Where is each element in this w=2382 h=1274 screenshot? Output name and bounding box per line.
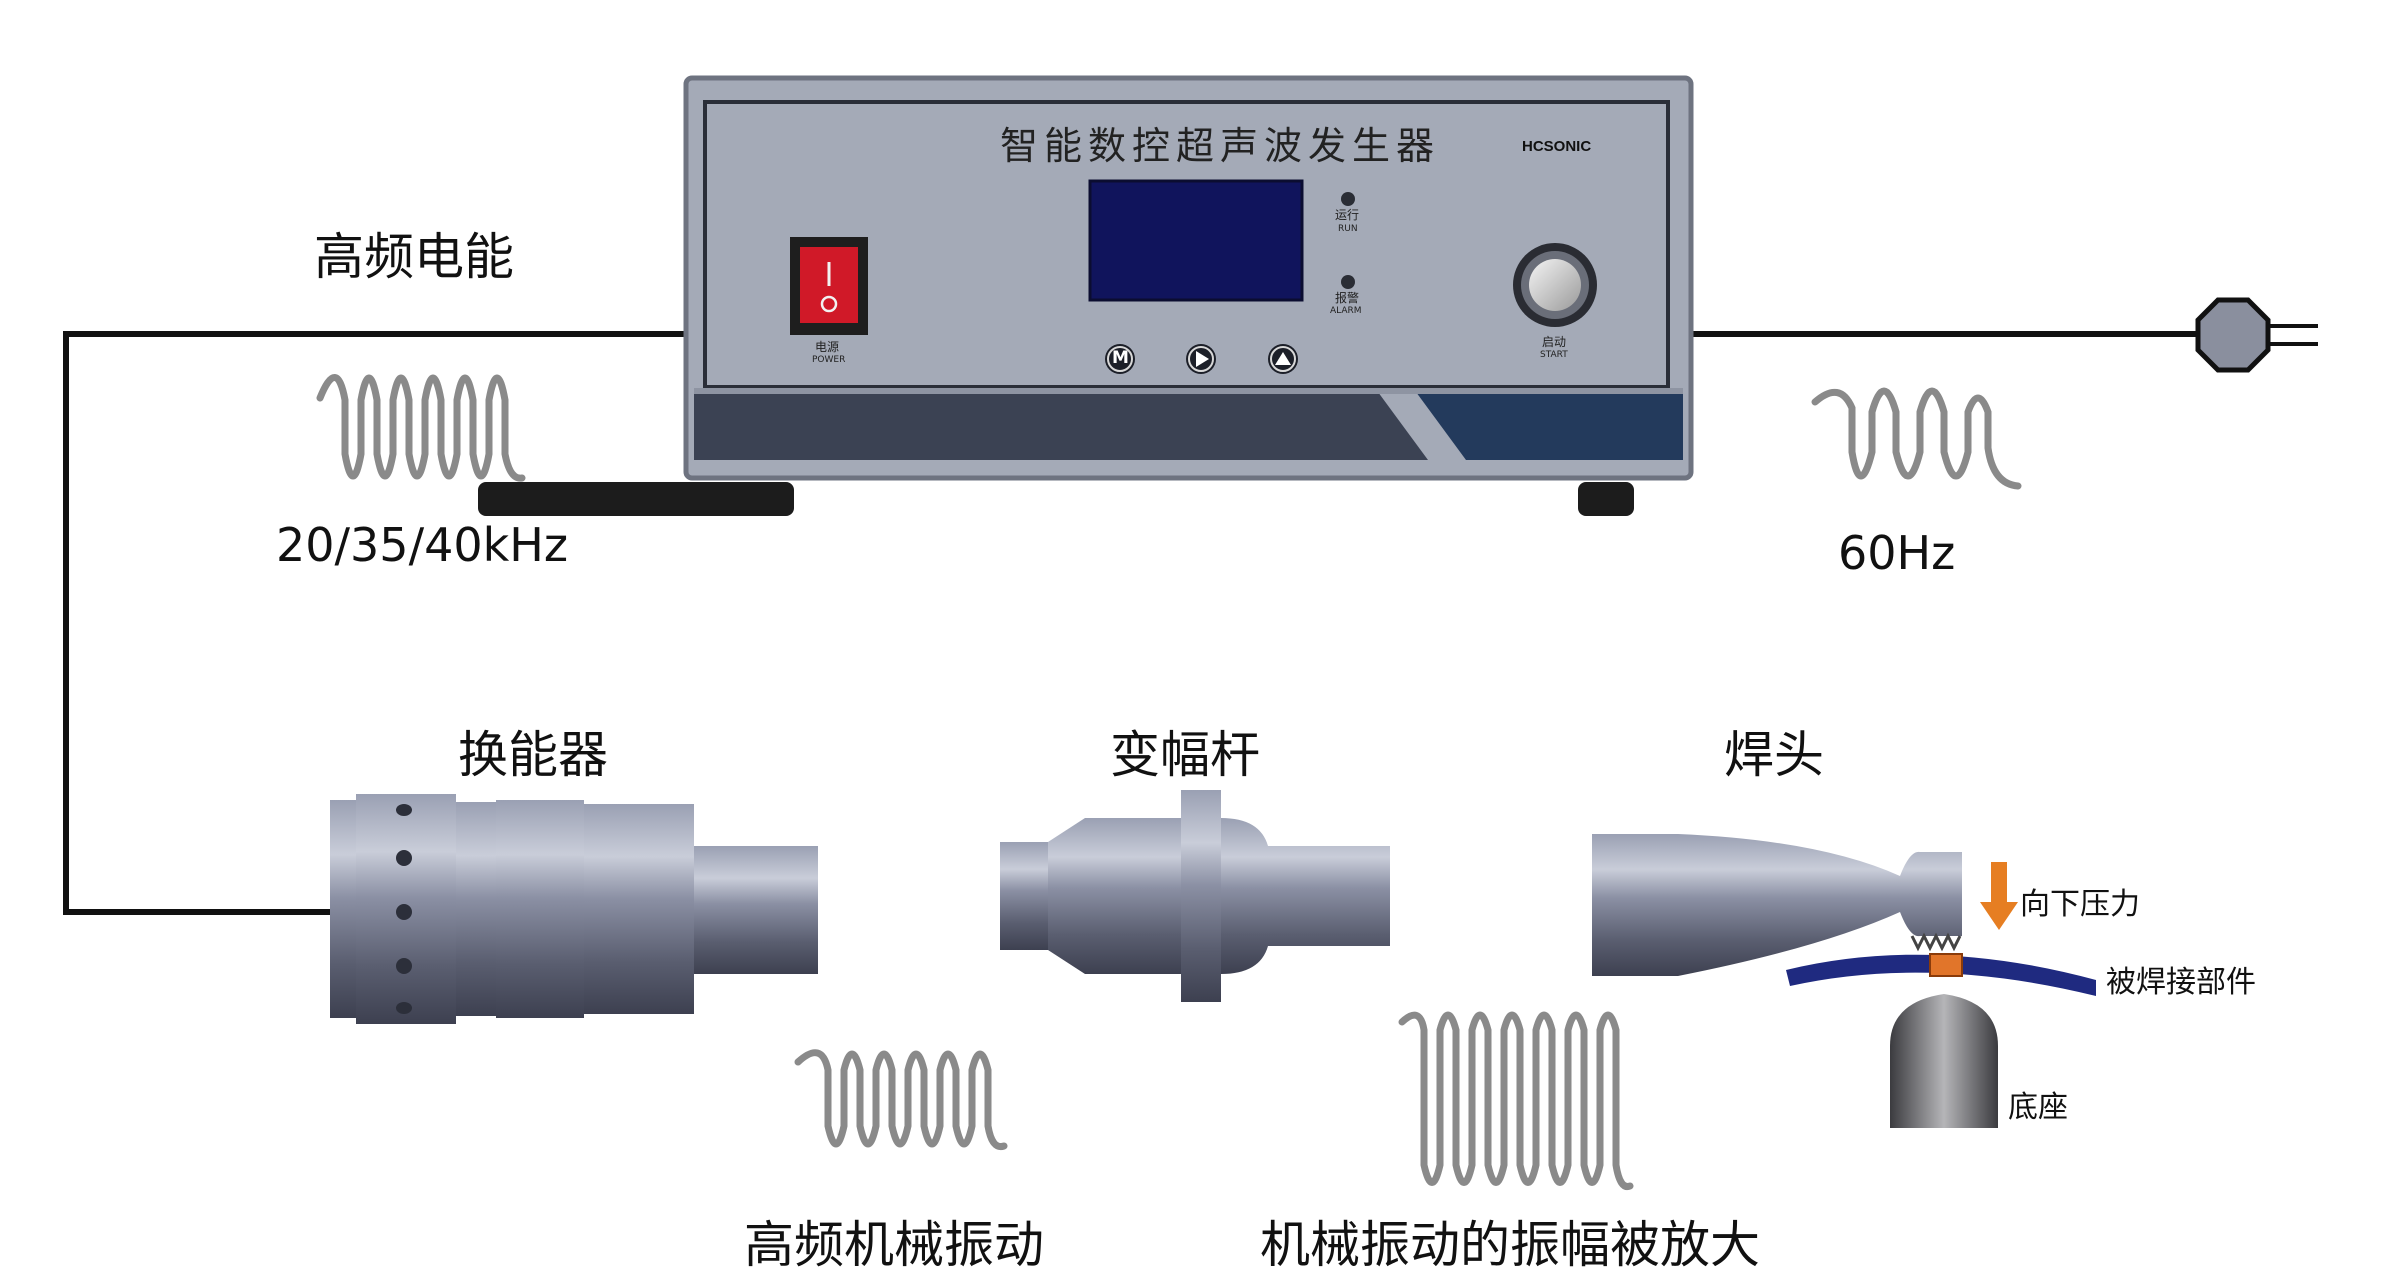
label-hf-electric-power: 高频电能 — [314, 228, 514, 286]
run-led-label-cn: 运行 — [1335, 208, 1360, 222]
start-knob-label-en: START — [1540, 350, 1568, 360]
play-button[interactable] — [1186, 344, 1216, 374]
label-hf-mechanical-vibration: 高频机械振动 — [744, 1216, 1044, 1274]
label-mains-frequency: 60Hz — [1838, 526, 1956, 580]
label-amplified-vibration: 机械振动的振幅被放大 — [1260, 1216, 1760, 1274]
cables — [63, 331, 2215, 915]
label-base: 底座 — [2008, 1090, 2068, 1125]
wave-amplified — [1398, 1011, 1634, 1191]
power-switch-label-cn: 电源 — [815, 340, 840, 354]
label-downward-pressure: 向下压力 — [2020, 887, 2140, 922]
wave-hf-electric — [316, 374, 526, 482]
alarm-led-label-en: ALARM — [1330, 306, 1362, 316]
booster — [1000, 790, 1390, 1002]
wave-mechanical — [794, 1049, 1008, 1151]
down-arrow-icon — [1980, 862, 2018, 930]
foot-left — [478, 482, 794, 516]
workpiece — [1786, 954, 2096, 996]
label-transducer: 换能器 — [458, 726, 608, 784]
hf-cable — [63, 331, 685, 915]
welding-horn — [1592, 834, 1962, 976]
wave-mains — [1811, 387, 2022, 490]
waves — [316, 374, 2022, 1191]
label-horn: 焊头 — [1724, 726, 1824, 784]
start-knob-label-cn: 启动 — [1542, 335, 1567, 349]
triangle-up-icon — [1275, 352, 1291, 365]
display-screen — [1088, 179, 1304, 302]
label-hf-frequency: 20/35/40kHz — [276, 518, 568, 572]
power-switch-label-en: POWER — [812, 355, 846, 365]
run-led-label-en: RUN — [1338, 224, 1358, 234]
label-booster: 变幅杆 — [1110, 726, 1260, 784]
bottom-stripe — [694, 392, 1430, 460]
ultrasonic-generator — [478, 75, 1694, 516]
plug-icon — [2195, 297, 2318, 373]
anvil-base — [1890, 994, 1998, 1128]
alarm-led-icon — [1341, 275, 1355, 289]
start-knob[interactable] — [1513, 243, 1597, 327]
weld-spot — [1929, 953, 1963, 977]
play-icon — [1196, 351, 1209, 367]
up-button[interactable] — [1268, 344, 1298, 374]
run-led-icon — [1341, 192, 1355, 206]
mode-button[interactable] — [1105, 344, 1135, 374]
brand-logo-text: HCSONIC — [1522, 138, 1592, 155]
transducer — [330, 794, 818, 1024]
foot-right — [1578, 482, 1634, 516]
generator-title: 智能数控超声波发生器 — [1000, 124, 1441, 168]
mode-button-label: M — [1112, 348, 1129, 368]
alarm-led-label-cn: 报警 — [1335, 291, 1360, 305]
label-workpiece: 被焊接部件 — [2106, 965, 2256, 1000]
